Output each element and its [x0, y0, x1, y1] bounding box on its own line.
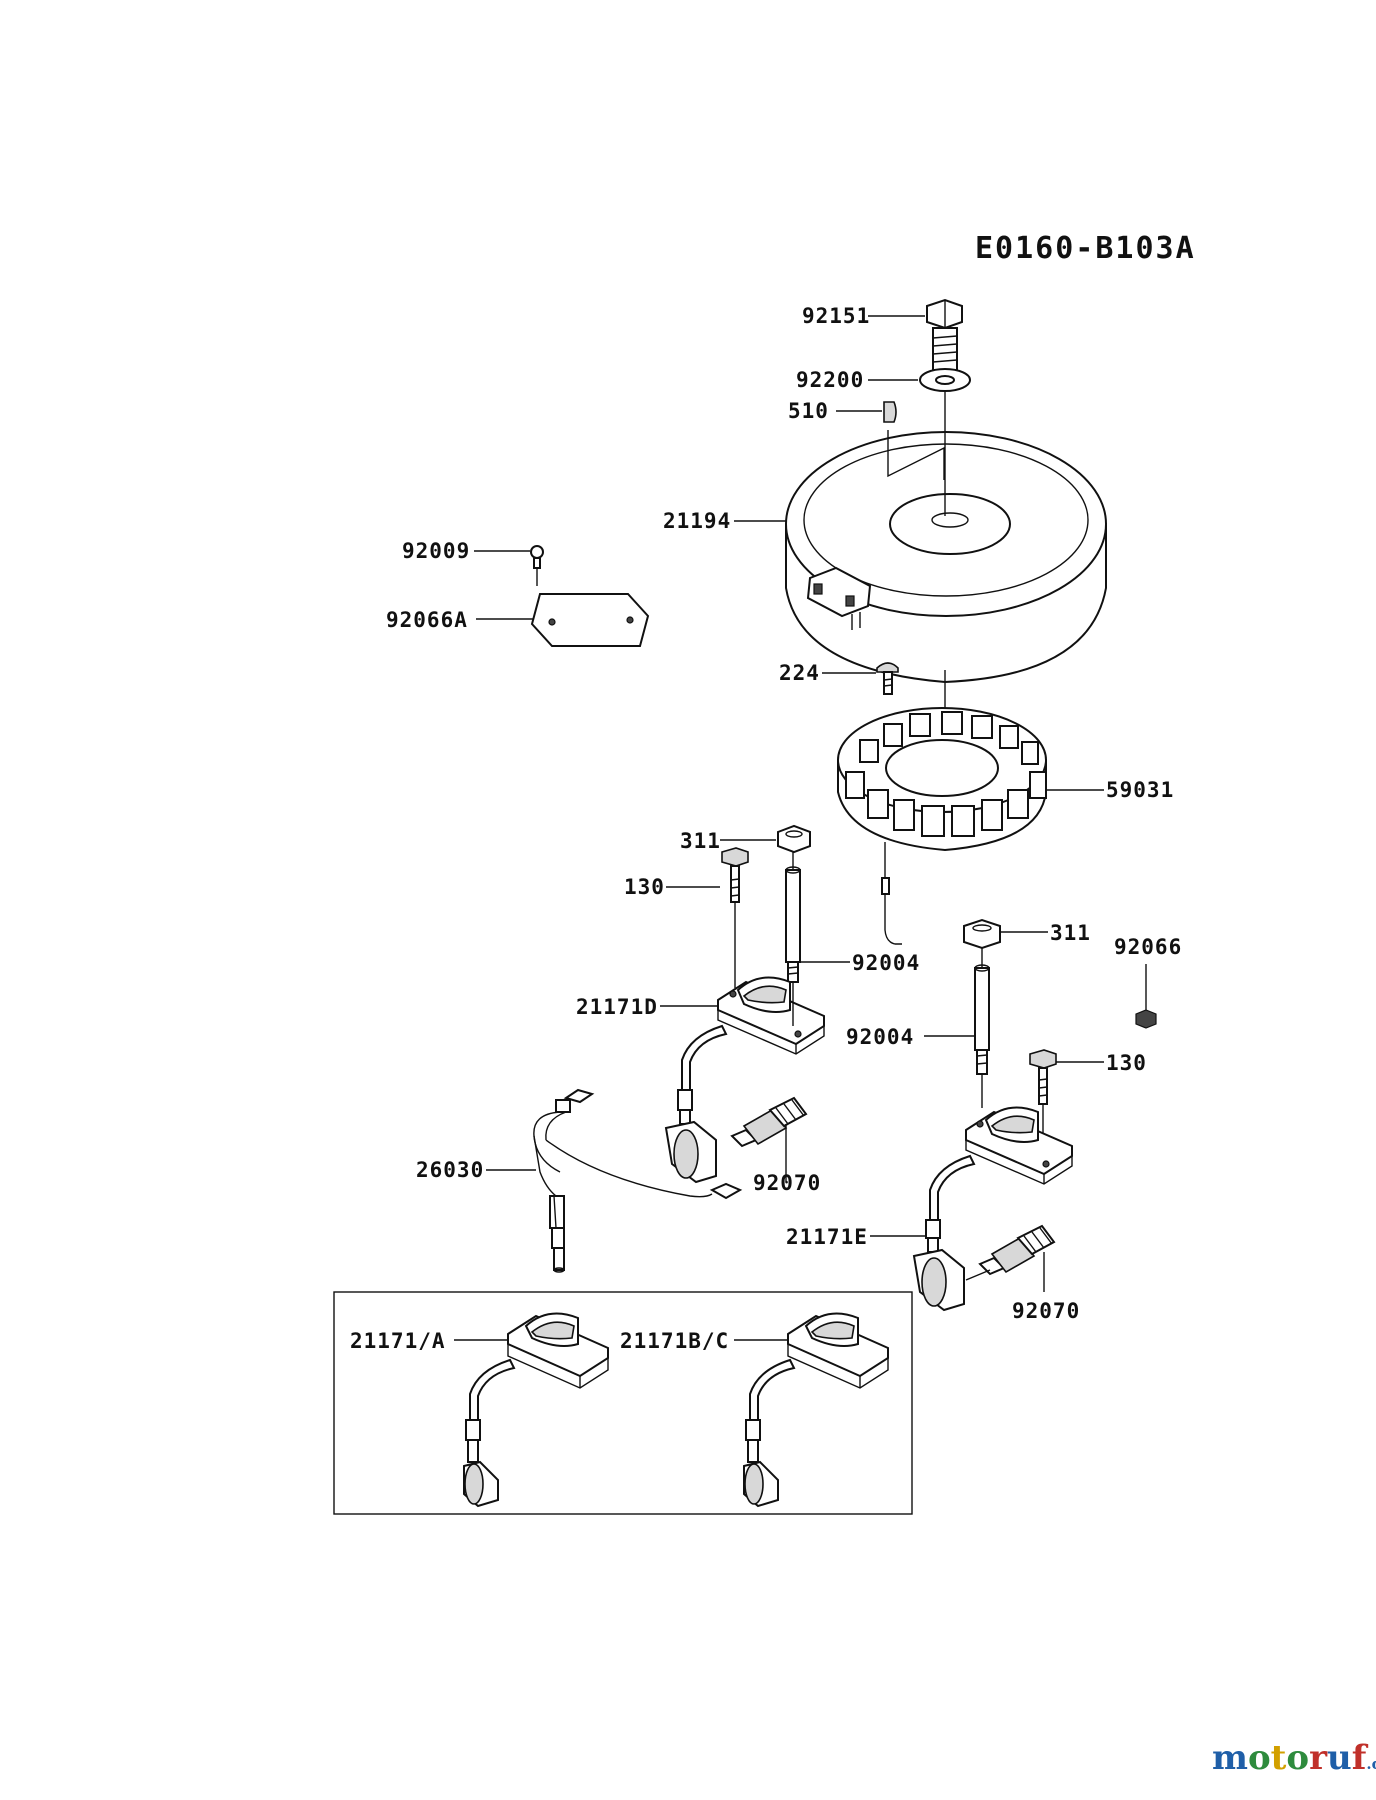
label-21171D: 21171D: [576, 995, 658, 1019]
alternate-parts-box: [333, 1291, 913, 1515]
part-ignition-coil-21171E: [912, 1106, 1073, 1312]
label-21171BC: 21171B/C: [620, 1329, 729, 1353]
part-spark-plug-92070-left: [730, 1096, 808, 1148]
part-spark-plug-92070-right: [978, 1224, 1056, 1276]
label-21171A: 21171/A: [350, 1329, 446, 1353]
label-92200: 92200: [796, 368, 864, 392]
watermark-letter: f: [1351, 1738, 1367, 1778]
label-224: 224: [779, 661, 820, 685]
part-nut-92066: [1135, 1009, 1157, 1029]
part-ignition-coil-21171A: [463, 1312, 609, 1508]
label-311-right: 311: [1050, 921, 1091, 945]
diagram-code: E0160-B103A: [975, 231, 1196, 266]
label-21171E: 21171E: [786, 1225, 868, 1249]
part-screw-224: [876, 662, 899, 695]
label-92070-right: 92070: [1012, 1299, 1080, 1323]
watermark-logo: motoruf.de: [1212, 1738, 1376, 1778]
part-nut-311-left: [777, 824, 811, 854]
part-stud-92004-left: [785, 866, 801, 983]
part-screw-92009: [530, 545, 544, 569]
part-bolt-130-right: [1029, 1049, 1057, 1105]
watermark-suffix: .de: [1366, 1755, 1376, 1773]
label-92004-right: 92004: [846, 1025, 914, 1049]
watermark-text: motoruf: [1212, 1738, 1366, 1778]
label-92009: 92009: [402, 539, 470, 563]
label-130-right: 130: [1106, 1051, 1147, 1075]
label-130-left: 130: [624, 875, 665, 899]
watermark-letter: o: [1247, 1738, 1271, 1778]
part-key-510: [883, 401, 897, 423]
part-stud-92004-right: [974, 948, 990, 1075]
watermark-letter: r: [1309, 1738, 1327, 1778]
part-bolt-130-left: [721, 847, 749, 903]
part-ignition-coil-21171D: [664, 976, 825, 1184]
part-flywheel-21194: [785, 431, 1107, 684]
label-92151: 92151: [802, 304, 870, 328]
part-plate-92066A: [530, 593, 650, 647]
part-bolt-92151: [926, 298, 963, 371]
part-nut-311-right: [963, 918, 1001, 950]
label-59031: 59031: [1106, 778, 1174, 802]
part-wire-harness-26030: [533, 1088, 743, 1273]
label-510: 510: [788, 399, 829, 423]
label-92070-left: 92070: [753, 1171, 821, 1195]
watermark-letter: o: [1286, 1738, 1310, 1778]
part-ignition-coil-21171BC: [743, 1312, 889, 1508]
label-21194: 21194: [663, 509, 731, 533]
label-26030: 26030: [416, 1158, 484, 1182]
part-washer-92200: [919, 368, 971, 392]
label-92066: 92066: [1114, 935, 1182, 959]
part-stator-59031: [837, 707, 1047, 945]
watermark-letter: t: [1270, 1738, 1287, 1778]
label-92066A: 92066A: [386, 608, 468, 632]
watermark-letter: m: [1212, 1738, 1248, 1778]
label-311-left: 311: [680, 829, 721, 853]
label-92004-left: 92004: [852, 951, 920, 975]
watermark-letter: u: [1327, 1738, 1352, 1778]
